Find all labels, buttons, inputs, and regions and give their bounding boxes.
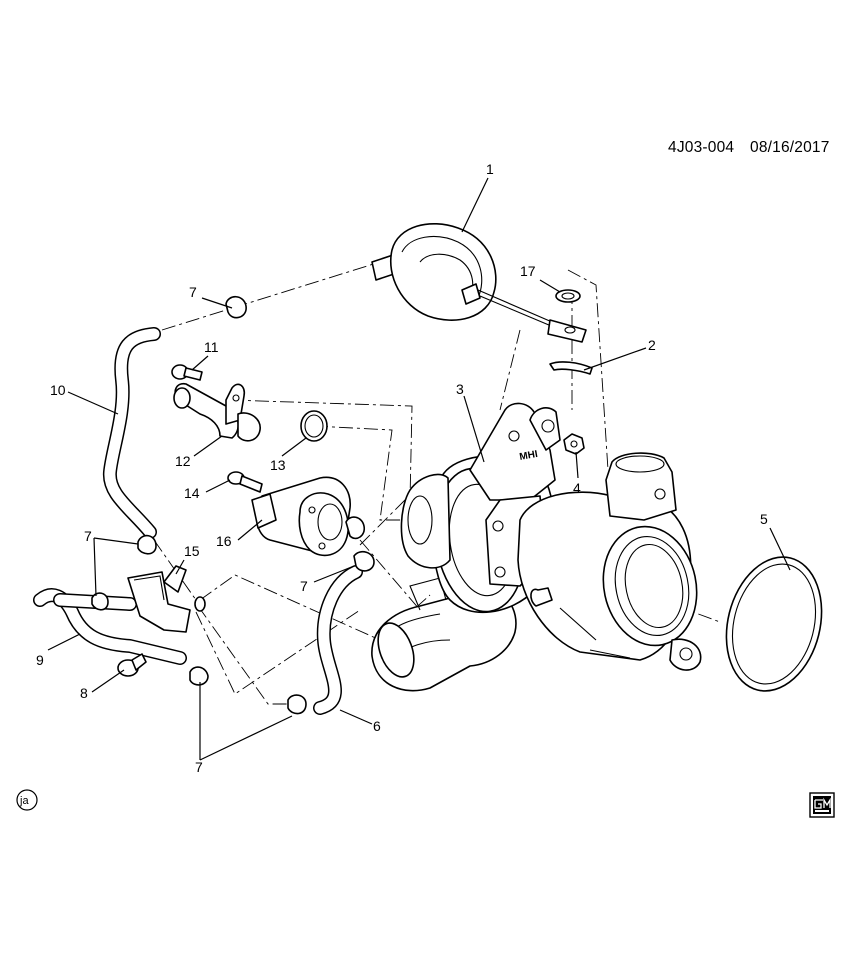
callout-9: 9	[36, 652, 44, 668]
callout-3: 3	[456, 381, 464, 397]
drawing-code: 4J03-004	[668, 139, 734, 156]
drawing-date: 08/16/2017	[750, 139, 830, 156]
callout-14: 14	[184, 485, 200, 501]
callout-5: 5	[760, 511, 768, 527]
corner-badge: ja	[16, 789, 38, 811]
bypass-valve	[251, 476, 366, 557]
solenoid-valve	[127, 565, 206, 633]
callout-16: 16	[216, 533, 232, 549]
callout-13: 13	[270, 457, 286, 473]
callout-7-top: 7	[189, 284, 197, 300]
hose-clamp	[91, 295, 375, 715]
callout-12: 12	[175, 453, 191, 469]
wastegate-actuator	[371, 223, 587, 343]
pipe-with-flange	[173, 382, 261, 442]
callout-11: 11	[204, 339, 219, 355]
washer	[555, 289, 581, 303]
svg-text:ja: ja	[19, 795, 29, 807]
bolt-flange	[117, 653, 147, 677]
callout-labels: 1 2 3 4 5 6 7 7 7 7 8 9 10 11 12 13 14 1…	[36, 161, 768, 775]
callout-2: 2	[648, 337, 656, 353]
vacuum-hose-right	[313, 565, 363, 715]
callout-8: 8	[80, 685, 88, 701]
callout-10: 10	[50, 382, 66, 398]
turbocharger-assembly: MHI	[371, 402, 702, 692]
callout-15: 15	[184, 543, 200, 559]
callout-7-bottom: 7	[195, 759, 203, 775]
bolt	[227, 471, 263, 493]
leader-lines	[47, 177, 791, 761]
callout-4: 4	[573, 480, 581, 496]
nut	[563, 433, 585, 455]
callout-1: 1	[486, 161, 494, 177]
callout-7-left: 7	[84, 528, 92, 544]
callout-7-right: 7	[300, 578, 308, 594]
bolt-small	[171, 364, 203, 381]
o-ring	[300, 410, 328, 442]
gm-logo-icon	[809, 792, 835, 818]
exhaust-gasket	[725, 556, 823, 692]
callout-6: 6	[373, 718, 381, 734]
svg-text:MHI: MHI	[519, 449, 539, 463]
vacuum-hose-upper	[102, 327, 161, 539]
callout-17: 17	[520, 263, 536, 279]
retaining-clip	[549, 361, 593, 375]
